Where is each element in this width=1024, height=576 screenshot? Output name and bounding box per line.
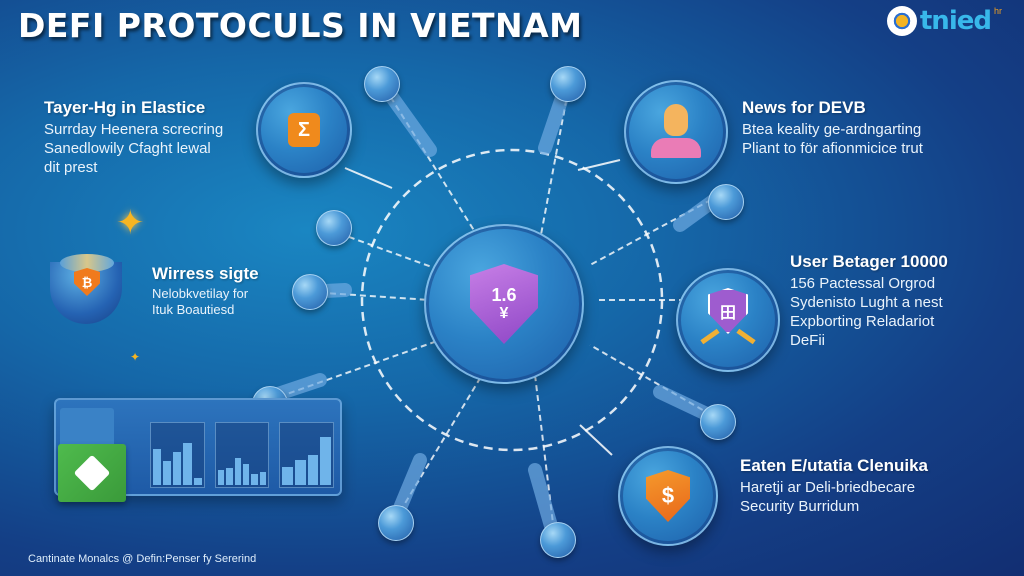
network-node — [540, 522, 576, 558]
network-node — [708, 184, 744, 220]
feature-bubble-bottom-right[interactable]: $ — [618, 446, 718, 546]
feature-label-bottom-right: Eaten E/utatia Clenuika Haretji ar Deli-… — [740, 456, 990, 516]
sparkle-icon: ✦ — [116, 204, 145, 242]
feature-line: dit prest — [44, 159, 98, 176]
bar — [226, 468, 233, 485]
feature-line: Nelobkvetilay for — [152, 286, 249, 301]
network-node — [550, 66, 586, 102]
feature-line: Sydenisto Lught a nest — [790, 294, 943, 311]
feature-label-mid-left: Wirress sigte Nelobkvetilay for Ituk Boa… — [152, 264, 292, 318]
bar — [295, 459, 306, 485]
bar-panel — [279, 422, 335, 488]
bar — [183, 443, 192, 485]
bitcoin-icon: ₿ — [74, 268, 100, 296]
feature-line: 156 Pactessal Orgrod — [790, 275, 936, 292]
bar — [307, 455, 319, 485]
green-app-icon — [58, 444, 126, 502]
bar — [163, 461, 172, 485]
feature-line: Ituk Boautiesd — [152, 302, 235, 317]
orange-card-icon: Σ — [288, 113, 320, 147]
network-node — [700, 404, 736, 440]
feature-label-top-left: Tayer-Hg in Elastice Surrday Heenera scr… — [44, 98, 254, 177]
network-node — [364, 66, 400, 102]
bar-panel — [150, 422, 205, 488]
bar — [243, 464, 250, 485]
bar-chart-panels — [150, 422, 335, 488]
gear-logo-icon — [886, 6, 917, 36]
feature-title: Tayer-Hg in Elastice — [44, 98, 206, 117]
globe-icon: ₿ — [50, 254, 122, 324]
bar — [259, 471, 267, 485]
feature-bubble-top-left[interactable]: Σ — [256, 82, 352, 178]
network-node — [292, 274, 328, 310]
hub-value: 1.6 — [491, 285, 517, 305]
feature-line: Pliant to för afionmicice trut — [742, 140, 923, 157]
feature-line: Expborting Reladariot — [790, 313, 935, 330]
bar — [193, 477, 202, 485]
bar — [234, 458, 242, 485]
feature-title: Wirress sigte — [152, 264, 259, 283]
bar — [251, 474, 258, 485]
feature-line: DeFii — [790, 332, 826, 349]
feature-line: Security Burridum — [740, 498, 860, 515]
shield-icon: 1.6 ¥ — [470, 264, 538, 344]
user-icon — [651, 104, 701, 160]
network-node — [378, 505, 414, 541]
feature-line: Haretji ar Deli-briedbecare — [740, 479, 916, 496]
feature-bubble-top-right[interactable] — [624, 80, 728, 184]
logo-badge: hr — [993, 6, 1002, 16]
footer-credit: Cantinate Monalcs @ Defin:Penser fy Sere… — [28, 553, 257, 565]
bar — [153, 449, 162, 485]
feature-line: Surrday Heenera screcring — [44, 121, 224, 138]
bar — [217, 470, 225, 485]
hub-symbol: ¥ — [499, 305, 509, 322]
page-title: DEFI PROTOCULS IN VIETNAM — [18, 6, 583, 45]
brand-logo[interactable]: tnied hr — [886, 6, 1002, 36]
feature-title: Eaten E/utatia Clenuika — [740, 456, 928, 475]
bar — [320, 437, 332, 485]
feature-line: Sanedlowily Cfaght lewal — [44, 140, 211, 157]
feature-label-mid-right: User Betager 10000 156 Pactessal Orgrod … — [790, 252, 1020, 350]
feature-line: Btea keality ge-ardngarting — [742, 121, 922, 138]
purple-shield-icon: 田 — [700, 288, 756, 352]
feature-title: User Betager 10000 — [790, 252, 948, 271]
feature-bubble-mid-right[interactable]: 田 — [676, 268, 780, 372]
network-node — [316, 210, 352, 246]
sparkle-small-icon: ✦ — [130, 350, 141, 364]
dollar-shield-icon: $ — [646, 470, 690, 522]
central-hub[interactable]: 1.6 ¥ — [424, 224, 584, 384]
logo-text: tnied — [919, 6, 992, 36]
bar — [173, 452, 182, 485]
feature-label-top-right: News for DEVB Btea keality ge-ardngartin… — [742, 98, 982, 158]
feature-title: News for DEVB — [742, 98, 866, 117]
bar — [282, 467, 294, 485]
bar-panel — [214, 422, 270, 488]
